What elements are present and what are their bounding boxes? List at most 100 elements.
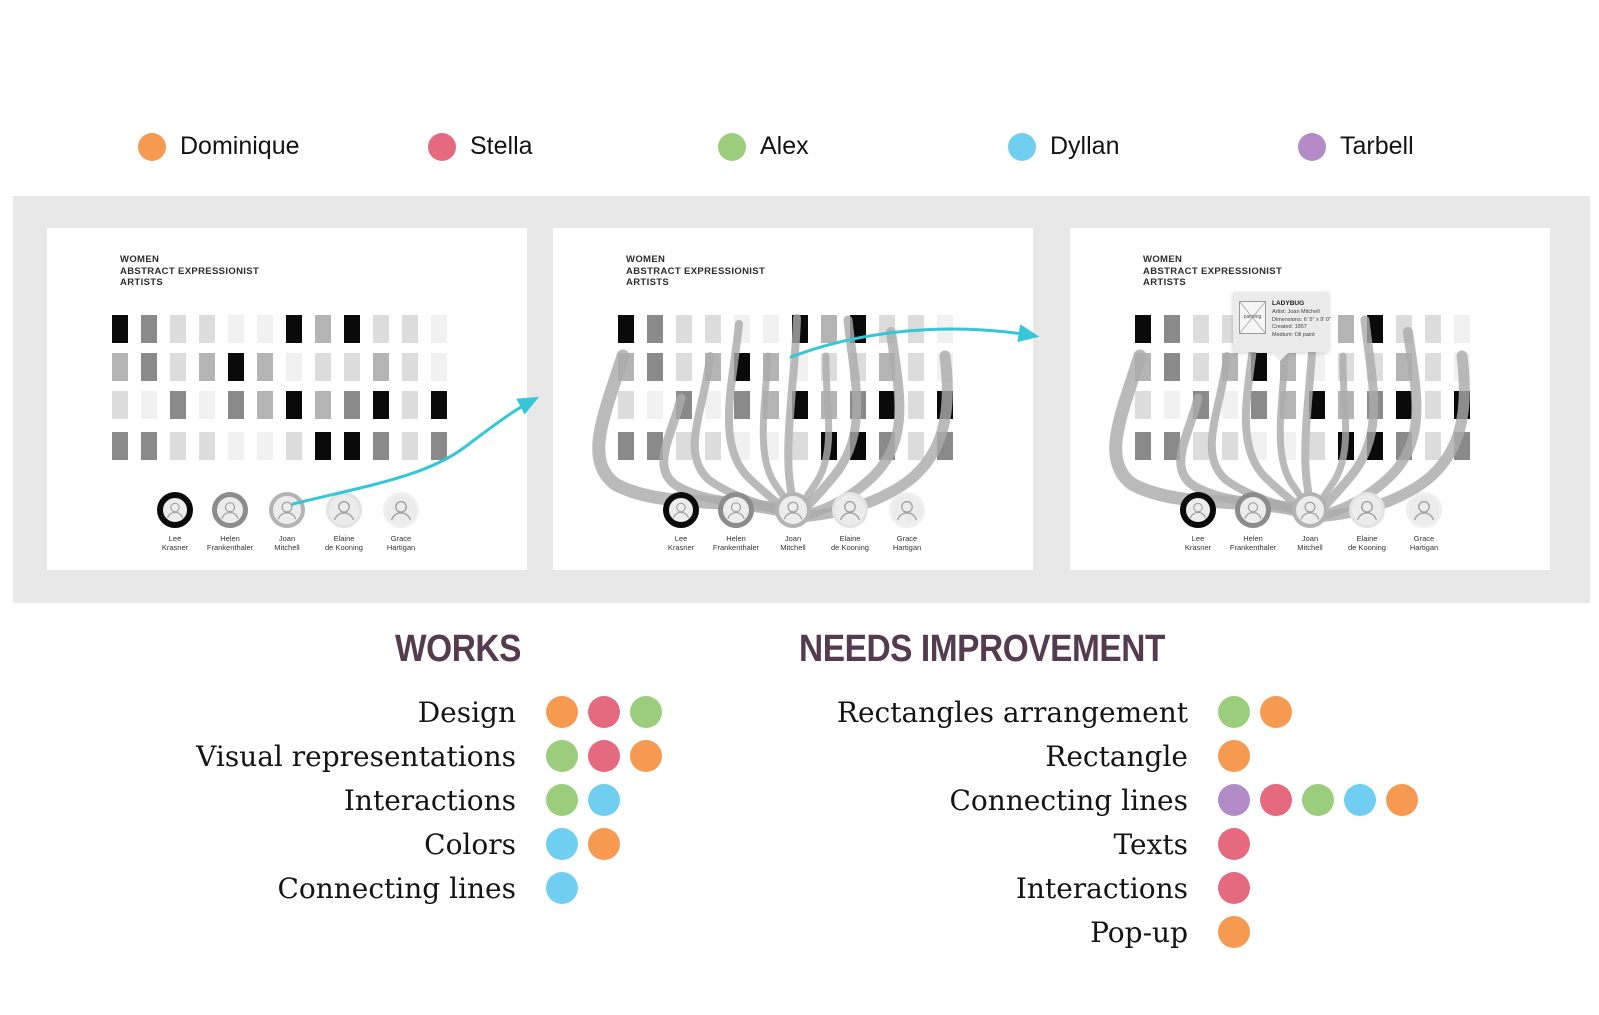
- grid-rect: [705, 432, 721, 460]
- artist-name-line: Grace: [896, 534, 918, 543]
- vote-dot-pink: [588, 696, 620, 728]
- grid-rect: [1309, 391, 1325, 419]
- grid-rect: [402, 315, 418, 343]
- member-color-dot: [718, 132, 746, 161]
- vote-dot-green: [546, 784, 578, 816]
- member-name: Dyllan: [1050, 132, 1120, 160]
- grid-rect: [676, 432, 692, 460]
- feedback-item: Connecting lines: [0, 866, 662, 910]
- grid-rect: [1396, 391, 1412, 419]
- legend-entry: Tarbell: [1298, 132, 1414, 161]
- feedback-item: Visual representations: [0, 734, 662, 778]
- person-icon: [673, 502, 689, 519]
- member-name: Tarbell: [1340, 132, 1414, 160]
- artist-avatar: [383, 492, 419, 528]
- grid-rect: [705, 315, 721, 343]
- grid-rect: [141, 315, 157, 343]
- feedback-item: Pop-up: [672, 910, 1418, 954]
- artist-name-line: Elaine: [839, 534, 861, 543]
- vote-dot-blue: [1344, 784, 1376, 816]
- person-icon: [1414, 501, 1434, 521]
- artist-name-line: Lee: [1191, 534, 1205, 543]
- popup-detail-line: Dimensions: 6' 5" x 9' 0": [1272, 316, 1331, 323]
- feedback-item: Rectangle: [672, 734, 1418, 778]
- grid-rect: [344, 315, 360, 343]
- vote-dots: [1218, 696, 1292, 728]
- grid-rect: [792, 432, 808, 460]
- vote-dots: [546, 828, 620, 860]
- grid-rect: [647, 315, 663, 343]
- artist-avatar: [269, 492, 305, 528]
- person-icon: [221, 502, 239, 519]
- vote-dot-pink: [1260, 784, 1292, 816]
- person-icon: [1300, 501, 1320, 520]
- person-icon: [334, 501, 354, 521]
- vote-dot-green: [546, 740, 578, 772]
- artist-name-line: Grace: [390, 534, 412, 543]
- member-name: Stella: [470, 132, 533, 160]
- grid-rect: [112, 315, 128, 343]
- grid-rect: [1425, 353, 1441, 381]
- artist-name-line: de Kooning: [831, 543, 869, 552]
- vote-dot-orange: [546, 696, 578, 728]
- person-icon: [277, 501, 297, 520]
- feedback-label: Texts: [1113, 827, 1188, 861]
- member-color-dot: [138, 132, 166, 161]
- person-icon: [840, 501, 860, 521]
- grid-rect: [344, 353, 360, 381]
- feedback-label: Interactions: [343, 783, 516, 817]
- person-icon: [897, 501, 917, 521]
- grid-rect: [373, 315, 389, 343]
- grid-rect: [734, 432, 750, 460]
- grid-rect: [257, 353, 273, 381]
- grid-rect: [705, 391, 721, 419]
- popup-detail-line: Created: 1957: [1272, 324, 1307, 330]
- artist-name-line: Lee: [674, 534, 688, 543]
- artist-avatar: [663, 492, 699, 528]
- grid-rect: [170, 432, 186, 460]
- artist-avatar: [1349, 492, 1385, 528]
- artist-name-line: Mitchell: [780, 543, 806, 552]
- grid-rect: [141, 353, 157, 381]
- artist-avatar: [1235, 492, 1271, 528]
- artist-name-line: de Kooning: [1348, 543, 1386, 552]
- panel-title-line: WOMEN: [626, 254, 666, 265]
- artist-name-line: Helen: [1243, 534, 1263, 543]
- vote-dot-blue: [588, 784, 620, 816]
- grid-rect: [228, 432, 244, 460]
- artist-name-line: Mitchell: [274, 543, 300, 552]
- artist-name-line: de Kooning: [325, 543, 363, 552]
- feedback-label: Pop-up: [1090, 915, 1188, 949]
- artist-name-line: Krasner: [667, 543, 695, 552]
- grid-rect: [1135, 315, 1151, 343]
- panel-title-line: ABSTRACT EXPRESSIONIST: [120, 265, 260, 277]
- artist-name-line: Frankenthaler: [712, 543, 760, 552]
- vote-dot-orange: [1218, 740, 1250, 772]
- member-name: Alex: [760, 132, 809, 160]
- vote-dot-orange: [1260, 696, 1292, 728]
- artist-avatar: [889, 492, 925, 528]
- legend-entry: Stella: [428, 132, 533, 161]
- grid-rect: [141, 432, 157, 460]
- grid-rect: [1454, 315, 1470, 343]
- grid-rect: [112, 432, 128, 460]
- grid-rect: [618, 432, 634, 460]
- feedback-item: Design: [0, 690, 662, 734]
- panel-title-line: ABSTRACT EXPRESSIONIST: [1143, 265, 1283, 277]
- person-icon: [167, 502, 183, 519]
- artist-name-line: Lee: [168, 534, 182, 543]
- artist-name-line: Hartigan: [1409, 543, 1439, 552]
- vote-dots: [546, 784, 620, 816]
- person-icon: [391, 501, 411, 521]
